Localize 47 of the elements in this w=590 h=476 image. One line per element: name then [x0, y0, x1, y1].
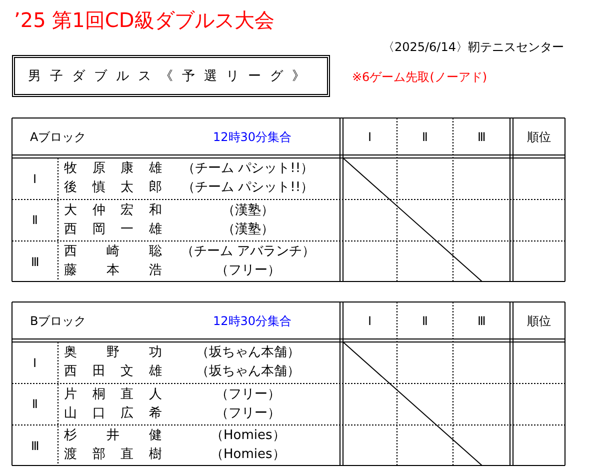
rule-note: ※6ゲーム先取(ノーアド) — [352, 71, 488, 83]
player-name: 牧原康雄 — [64, 162, 162, 175]
column-header: Ⅰ — [368, 131, 372, 143]
team-name: （坂ちゃん本舗） — [196, 346, 300, 359]
heading-text: 男子ダブルス《予選リーグ》 — [28, 70, 314, 82]
assembly-time: 12時30分集合 — [213, 131, 292, 143]
column-header: 順位 — [527, 315, 551, 327]
player-name: 渡部直樹 — [64, 448, 162, 461]
player-name: 西田文雄 — [64, 365, 162, 378]
player-name: 西崎聡 — [64, 245, 162, 258]
group-number: Ⅲ — [31, 440, 40, 452]
team-name: （Homies） — [210, 448, 286, 461]
group-number: Ⅲ — [31, 256, 40, 268]
team-name: （坂ちゃん本舗） — [196, 365, 300, 378]
block-name: Aブロック — [30, 131, 86, 143]
column-header: Ⅲ — [478, 131, 486, 143]
column-header: Ⅲ — [478, 315, 486, 327]
group-number: Ⅱ — [32, 214, 38, 226]
group-number: Ⅰ — [33, 172, 37, 185]
player-name: 藤本浩 — [64, 264, 162, 277]
title-text: ’25 第1回CD級ダブルス大会 — [14, 10, 274, 30]
player-name: 大仲宏和 — [64, 204, 162, 216]
heading-box — [12, 55, 330, 97]
team-name: （チーム アバランチ） — [181, 245, 316, 258]
team-name: （Homies） — [210, 429, 286, 442]
column-header: 順位 — [527, 131, 551, 143]
player-name: 山口広希 — [64, 406, 162, 420]
team-name: （チーム パシット!!） — [182, 181, 314, 194]
player-name: 後慎太郎 — [64, 181, 162, 194]
group-number: Ⅰ — [33, 356, 37, 369]
team-name: （漢塾） — [222, 222, 274, 236]
team-name: （フリー） — [216, 388, 280, 400]
player-name: 西岡一雄 — [64, 222, 162, 236]
block-name: Bブロック — [30, 315, 86, 327]
player-name: 片桐直人 — [64, 388, 162, 400]
player-name: 奥野功 — [64, 346, 162, 359]
assembly-time: 12時30分集合 — [213, 315, 292, 327]
column-header: Ⅰ — [368, 315, 372, 327]
group-number: Ⅱ — [32, 398, 38, 410]
player-name: 杉井健 — [64, 429, 162, 442]
team-name: （漢塾） — [222, 204, 274, 216]
team-name: （フリー） — [216, 264, 280, 277]
date-venue-text: 〈2025/6/14〉靭テニスセンター — [382, 41, 564, 53]
column-header: Ⅱ — [422, 131, 428, 143]
column-header: Ⅱ — [422, 315, 428, 327]
team-name: （チーム パシット!!） — [182, 162, 314, 175]
team-name: （フリー） — [216, 406, 280, 420]
